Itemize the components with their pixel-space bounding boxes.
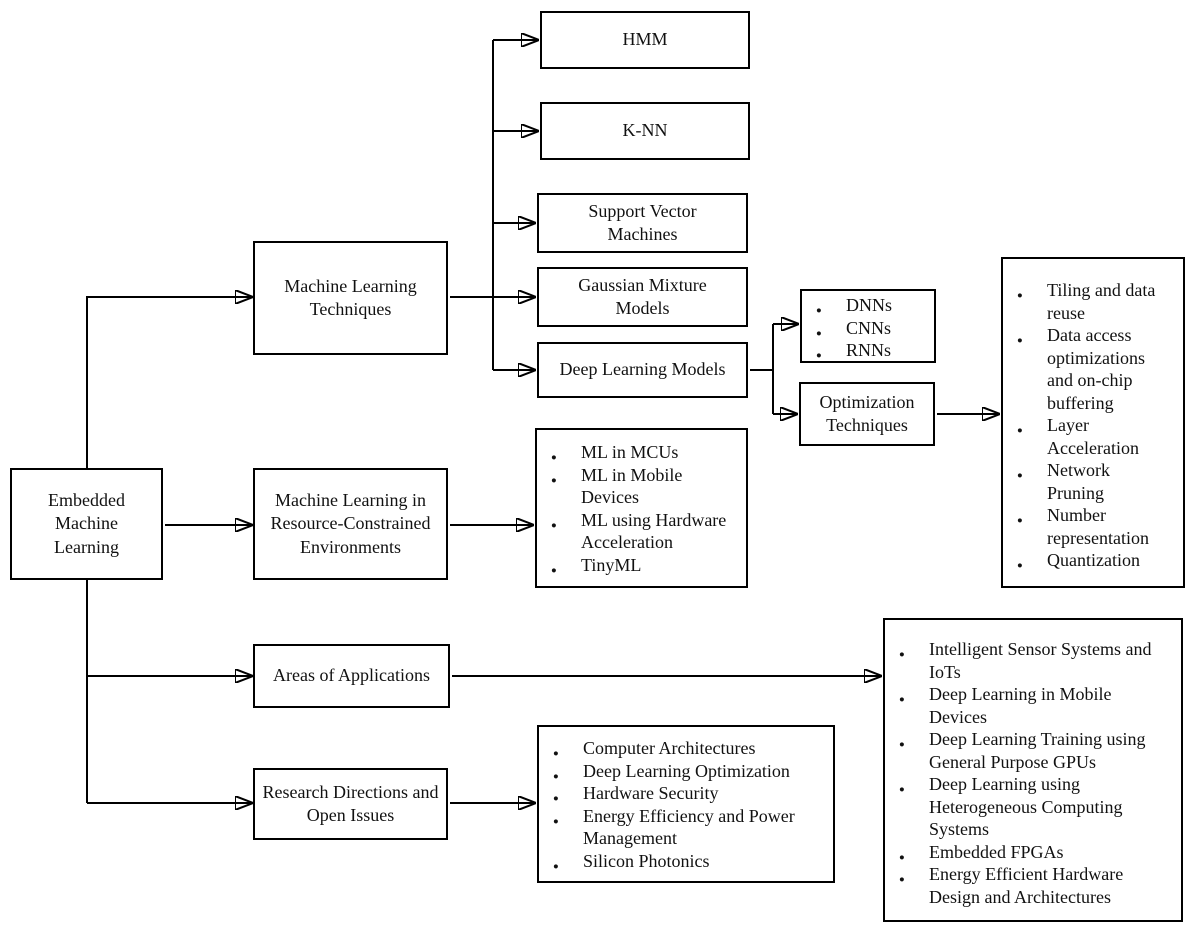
node-label: Research Directions and Open Issues — [262, 781, 439, 825]
node-label: Areas of Applications — [273, 665, 430, 686]
bullet-list: Tiling and data reuseData access optimiz… — [1003, 259, 1183, 577]
list-item: Number representation — [1003, 504, 1183, 549]
list-item: Energy Efficient Hardware Design and Arc… — [885, 863, 1181, 908]
list-item: TinyML — [537, 554, 746, 582]
list-item: Tiling and data reuse — [1003, 279, 1183, 324]
node-label: Optimization Techniques — [819, 391, 915, 435]
node-research-directions: Research Directions and Open Issues — [253, 768, 448, 840]
node-deep-learning-models: Deep Learning Models — [537, 342, 748, 398]
node-machine-learning-techniques: Machine Learning Techniques — [253, 241, 448, 355]
bullet-list: Intelligent Sensor Systems and IoTsDeep … — [885, 620, 1181, 908]
list-item: Energy Efficiency and Power Management — [539, 805, 833, 850]
list-item: Quantization — [1003, 549, 1183, 577]
list-resource-constrained-topics: ML in MCUsML in Mobile DevicesML using H… — [535, 428, 748, 588]
node-support-vector-machines: Support Vector Machines — [537, 193, 748, 253]
node-label: Support Vector Machines — [588, 200, 697, 244]
list-item: Computer Architectures — [539, 737, 833, 765]
list-item: Deep Learning in Mobile Devices — [885, 683, 1181, 728]
list-item: Silicon Photonics — [539, 850, 833, 878]
list-item: ML using Hardware Acceleration — [537, 509, 746, 554]
node-knn: K-NN — [540, 102, 750, 160]
bullet-list: DNNsCNNsRNNs — [802, 291, 934, 367]
node-optimization-techniques: Optimization Techniques — [799, 382, 935, 446]
list-item: Deep Learning Training using General Pur… — [885, 728, 1181, 773]
list-item: CNNs — [802, 317, 934, 345]
list-item: Embedded FPGAs — [885, 841, 1181, 869]
list-research-topics: Computer ArchitecturesDeep Learning Opti… — [537, 725, 835, 883]
node-gaussian-mixture-models: Gaussian Mixture Models — [537, 267, 748, 327]
bullet-list: Computer ArchitecturesDeep Learning Opti… — [539, 727, 833, 878]
node-label: Machine Learning in Resource-Constrained… — [270, 490, 431, 557]
node-label: K-NN — [622, 120, 668, 141]
list-item: Data access optimizations and on-chip bu… — [1003, 324, 1183, 414]
list-item: Deep Learning Optimization — [539, 760, 833, 788]
list-item: Deep Learning using Heterogeneous Comput… — [885, 773, 1181, 841]
node-label: Embedded Machine Learning — [48, 490, 125, 557]
node-label: Deep Learning Models — [559, 359, 726, 380]
list-item: RNNs — [802, 339, 934, 367]
node-areas-of-applications: Areas of Applications — [253, 644, 450, 708]
bullet-list: ML in MCUsML in Mobile DevicesML using H… — [537, 430, 746, 582]
list-item: Intelligent Sensor Systems and IoTs — [885, 638, 1181, 683]
node-label: Gaussian Mixture Models — [578, 274, 707, 318]
list-item: Layer Acceleration — [1003, 414, 1183, 459]
list-item: ML in MCUs — [537, 441, 746, 469]
node-hmm: HMM — [540, 11, 750, 69]
list-item: DNNs — [802, 294, 934, 322]
list-item: Network Pruning — [1003, 459, 1183, 504]
list-item: Hardware Security — [539, 782, 833, 810]
list-optimization-methods: Tiling and data reuseData access optimiz… — [1001, 257, 1185, 588]
list-item: ML in Mobile Devices — [537, 464, 746, 509]
node-ml-resource-constrained: Machine Learning in Resource-Constrained… — [253, 468, 448, 580]
node-label: HMM — [622, 29, 668, 50]
node-label: Machine Learning Techniques — [284, 275, 417, 319]
list-application-areas: Intelligent Sensor Systems and IoTsDeep … — [883, 618, 1183, 922]
edge-root-to-ml-techniques — [86, 297, 252, 468]
list-deep-model-types: DNNsCNNsRNNs — [800, 289, 936, 367]
node-embedded-machine-learning: Embedded Machine Learning — [10, 468, 163, 580]
